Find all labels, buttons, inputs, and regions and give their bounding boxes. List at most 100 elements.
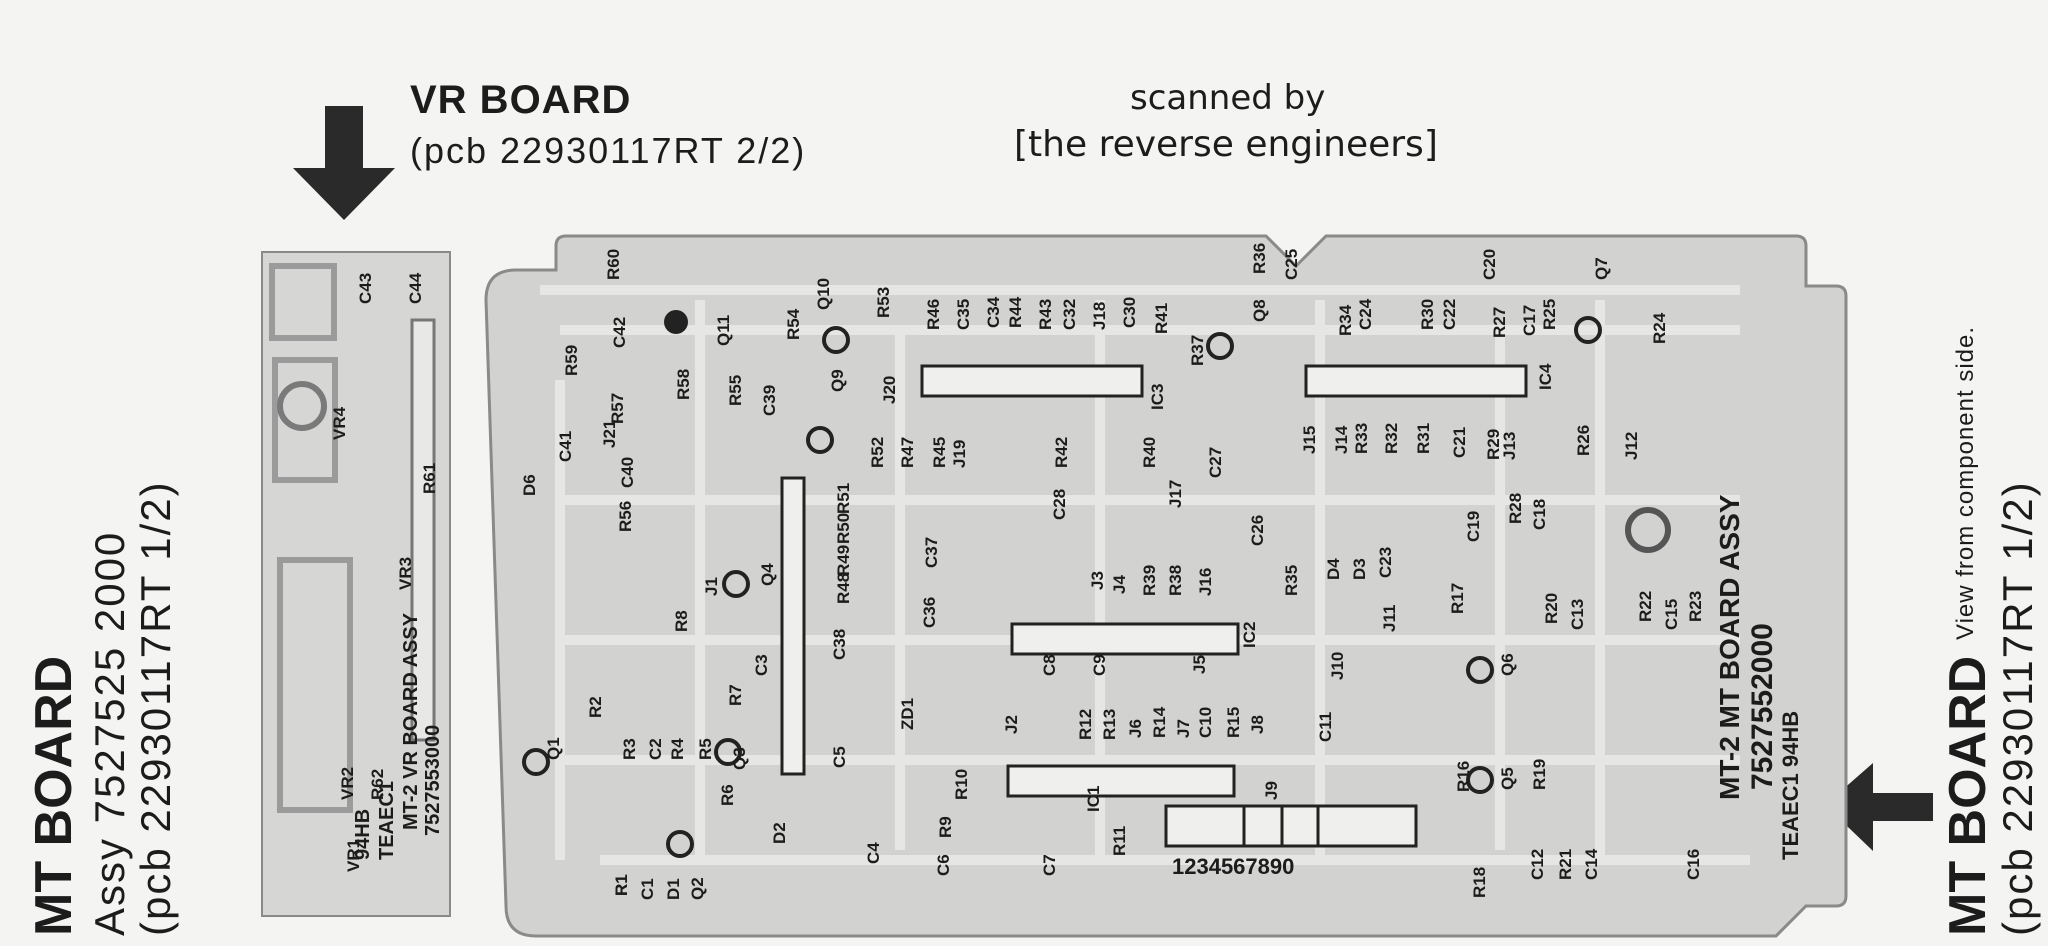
component-c8: C8 <box>1040 654 1059 676</box>
component-r6: R6 <box>718 784 737 806</box>
component-c5: C5 <box>830 746 849 768</box>
arrow-left-icon <box>1825 763 1933 851</box>
component-j19: J19 <box>950 439 969 468</box>
component-r27: R27 <box>1490 306 1509 338</box>
component-c23: C23 <box>1376 546 1395 578</box>
component-q7: Q7 <box>1592 257 1611 280</box>
mt-board-outline <box>484 234 1848 938</box>
component-ic1: IC1 <box>1084 785 1103 812</box>
component-c40: C40 <box>618 456 637 488</box>
component-r31: R31 <box>1414 422 1433 454</box>
component-c11: C11 <box>1316 711 1335 742</box>
component-vr3: VR3 <box>396 556 415 590</box>
component-j20: J20 <box>880 375 899 404</box>
j9-connector <box>1164 804 1418 848</box>
component-j11: J11 <box>1380 604 1399 632</box>
component-r37: R37 <box>1188 334 1207 366</box>
component-j10: J10 <box>1328 651 1347 680</box>
component-ic4: IC4 <box>1536 363 1555 390</box>
component-r20: R20 <box>1542 592 1561 624</box>
component-d1: D1 <box>664 878 683 900</box>
component-c30: C30 <box>1120 296 1139 328</box>
component-q9: Q9 <box>828 369 847 392</box>
component-r1: R1 <box>612 874 631 896</box>
component-vr2: VR2 <box>338 766 357 800</box>
component-r36: R36 <box>1250 242 1269 274</box>
component-c22: C22 <box>1440 298 1459 330</box>
component-c44: C44 <box>406 272 425 304</box>
mt-teac-mark: TEAEC1 94HB <box>1778 710 1803 860</box>
component-c19: C19 <box>1464 510 1483 542</box>
component-ic2: IC2 <box>1240 621 1259 648</box>
component-j9: J9 <box>1262 781 1281 800</box>
component-r30: R30 <box>1418 298 1437 330</box>
component-j1: J1 <box>702 577 721 596</box>
ic2-footprint <box>1010 622 1240 656</box>
component-r4: R4 <box>668 738 687 760</box>
component-d3: D3 <box>1350 558 1369 580</box>
component-r16: R16 <box>1454 760 1473 792</box>
component-c32: C32 <box>1060 298 1079 330</box>
component-c28: C28 <box>1050 488 1069 520</box>
component-r18: R18 <box>1470 866 1489 898</box>
component-c6: C6 <box>934 854 953 876</box>
component-r55: R55 <box>726 374 745 406</box>
component-c12: C12 <box>1528 848 1547 880</box>
component-r61: R61 <box>420 462 439 494</box>
component-r40: R40 <box>1140 436 1159 468</box>
component-j2: J2 <box>1002 715 1021 734</box>
component-r22: R22 <box>1636 590 1655 622</box>
mt-board-right-title: MT BOARD <box>1939 655 1997 936</box>
component-c27: C27 <box>1206 446 1225 478</box>
component-r47: R47 <box>898 436 917 468</box>
component-d6: D6 <box>520 474 539 496</box>
component-r15: R15 <box>1224 706 1243 738</box>
component-c17: C17 <box>1520 304 1539 336</box>
mt-board-right-pcb: (pcb 22930117RT 1/2) <box>1994 480 2041 936</box>
i5-connector-strip <box>780 476 806 776</box>
component-r25: R25 <box>1540 298 1559 330</box>
component-r51: R51 <box>834 482 853 514</box>
component-j8: J8 <box>1248 715 1267 734</box>
mt-number-mark: 7527552000 <box>1746 623 1779 790</box>
component-q3: Q3 <box>730 747 749 770</box>
connector-digits: 1234567890 <box>1172 854 1295 879</box>
component-c3: C3 <box>752 654 771 676</box>
component-c9: C9 <box>1090 654 1109 676</box>
component-r48: R48 <box>834 572 853 604</box>
component-r62: R62 <box>368 768 387 800</box>
component-vr1: VR1 <box>344 838 363 872</box>
component-r2: R2 <box>586 696 605 718</box>
component-j4: J4 <box>1110 575 1129 594</box>
component-j16: J16 <box>1196 567 1215 596</box>
component-r52: R52 <box>868 436 887 468</box>
component-r35: R35 <box>1282 564 1301 596</box>
component-r19: R19 <box>1530 758 1549 790</box>
component-c37: C37 <box>922 536 941 568</box>
component-q6: Q6 <box>1498 653 1517 676</box>
component-j12: J12 <box>1622 431 1641 460</box>
component-r26: R26 <box>1574 424 1593 456</box>
component-c41: C41 <box>556 430 575 462</box>
component-c24: C24 <box>1356 298 1375 330</box>
component-q1: Q1 <box>544 737 563 760</box>
component-r11: R11 <box>1110 825 1129 856</box>
component-r56: R56 <box>616 500 635 532</box>
scan-credit-line2: [the reverse engineers] <box>1014 124 1438 165</box>
component-c26: C26 <box>1248 514 1267 546</box>
component-q5: Q5 <box>1498 767 1517 790</box>
component-r42: R42 <box>1052 436 1071 468</box>
component-c2: C2 <box>646 738 665 760</box>
component-r17: R17 <box>1448 582 1467 614</box>
arrow-down-icon <box>293 106 395 220</box>
component-j17: J17 <box>1166 479 1185 508</box>
component-c15: C15 <box>1662 598 1681 630</box>
component-r14: R14 <box>1150 706 1169 738</box>
mt-assy-mark: MT-2 MT BOARD ASSY <box>1714 494 1745 800</box>
component-ic3: IC3 <box>1148 383 1167 410</box>
mt-board-left-title: MT BOARD <box>25 655 83 936</box>
component-q11: Q11 <box>714 314 733 346</box>
component-r9: R9 <box>936 816 955 838</box>
component-r5: R5 <box>696 738 715 760</box>
